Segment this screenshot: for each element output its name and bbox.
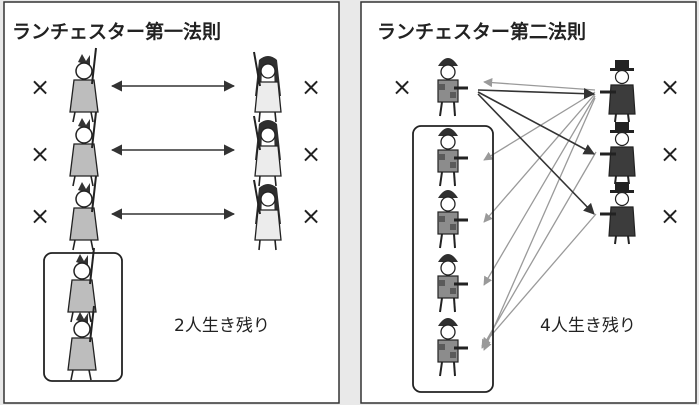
attack-arrows-dark	[477, 88, 596, 215]
left-defeat-mark: ×	[30, 140, 50, 168]
left-result: 2人生き残り	[174, 316, 270, 336]
left-panel: ランチェスター第一法則 × × × × × × 2人生き残り	[3, 1, 340, 404]
right-defeat-mark: ×	[301, 73, 321, 101]
right-defeat-mark: ×	[301, 140, 321, 168]
left-survivors-box	[43, 252, 123, 382]
right-panel-frame	[360, 1, 697, 404]
right-defeat-mark: ×	[301, 202, 321, 230]
right-result: 4人生き残り	[540, 316, 636, 336]
left-defeat-mark: ×	[392, 73, 412, 101]
left-defeat-mark: ×	[30, 202, 50, 230]
right-panel: ランチェスター第二法則 × × × ×	[360, 1, 697, 404]
attack-arrows-gray	[481, 78, 597, 351]
right-defeat-mark: ×	[660, 202, 680, 230]
left-panel-frame	[3, 1, 340, 404]
left-defeat-mark: ×	[30, 73, 50, 101]
right-survivors-box	[412, 125, 494, 393]
right-title: ランチェスター第二法則	[377, 20, 586, 43]
right-defeat-mark: ×	[660, 140, 680, 168]
right-defeat-mark: ×	[660, 73, 680, 101]
left-title: ランチェスター第一法則	[12, 20, 221, 43]
